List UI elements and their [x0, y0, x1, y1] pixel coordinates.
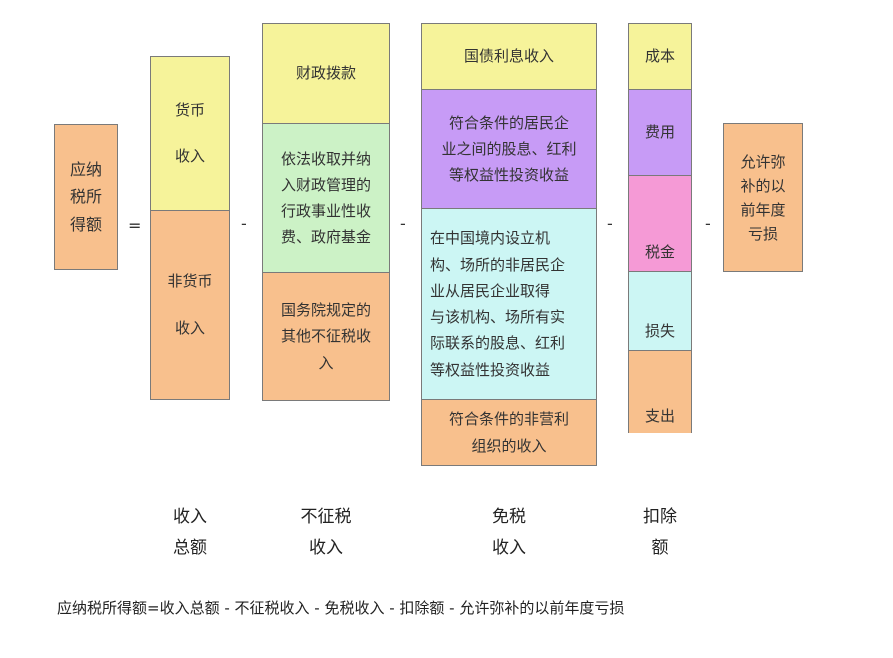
minus-operator-1: - [241, 214, 247, 233]
prior-losses-box: 允许弥 补的以 前年度 亏损 [723, 123, 803, 272]
nonprofit-income-box: 符合条件的非营利 组织的收入 [421, 399, 597, 466]
other-expenditure-box: 支出 [628, 350, 692, 433]
non-taxable-caption: 不征税 收入 [300, 507, 352, 559]
resident-dividends-box: 符合条件的居民企 业之间的股息、红利 等权益性投资收益 [421, 89, 597, 209]
taxes-box: 税金 [628, 175, 692, 272]
expenses-box: 费用 [628, 89, 692, 176]
cost-box: 成本 [628, 23, 692, 90]
deductions-caption: 扣除 额 [643, 507, 677, 559]
tax-exempt-caption: 免税 收入 [492, 507, 526, 559]
losses-box: 损失 [628, 271, 692, 351]
total-income-caption: 收入 总额 [173, 507, 207, 559]
formula-text: 应纳税所得额=收入总额 - 不征税收入 - 免税收入 - 扣除额 - 允许弥补的… [57, 599, 625, 617]
non-monetary-income-box: 非货币 收入 [150, 210, 230, 400]
other-non-taxable-box: 国务院规定的 其他不征税收 入 [262, 272, 390, 401]
equals-operator: = [128, 216, 142, 235]
minus-operator-2: - [400, 214, 406, 233]
fiscal-allocation-box: 财政拨款 [262, 23, 390, 124]
minus-operator-4: - [705, 214, 711, 233]
treasury-interest-box: 国债利息收入 [421, 23, 597, 90]
taxable-income-box: 应纳 税所 得额 [54, 124, 118, 270]
minus-operator-3: - [607, 214, 613, 233]
admin-fees-box: 依法收取并纳 入财政管理的 行政事业性收 费、政府基金 [262, 123, 390, 273]
monetary-income-box: 货币 收入 [150, 56, 230, 211]
nonresident-dividends-box: 在中国境内设立机 构、场所的非居民企 业从居民企业取得 与该机构、场所有实 际联… [421, 208, 597, 400]
